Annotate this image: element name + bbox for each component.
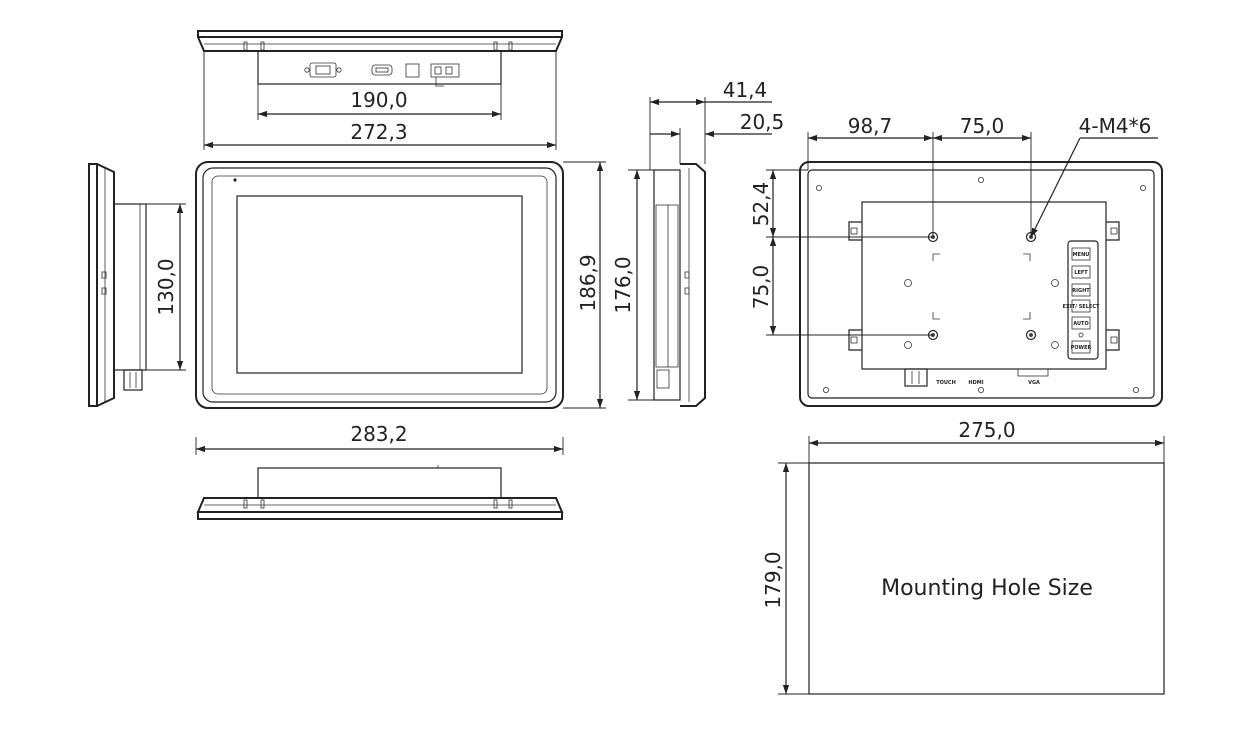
vga-port-icon	[309, 62, 337, 78]
dim-rear-hole-spacing-x: 75,0	[960, 114, 1005, 138]
dim-rear-offset-y: 52,4	[749, 182, 773, 227]
screen-area	[236, 195, 523, 374]
menu-button: MENU	[1071, 247, 1091, 261]
svg-text:POWER: POWER	[1071, 345, 1092, 351]
dim-rear-offset-x: 98,7	[848, 114, 893, 138]
left-button: LEFT	[1071, 265, 1091, 279]
dim-front-height: 186,9	[576, 254, 600, 311]
vga-port-icon	[1017, 368, 1049, 377]
right-side-view: 186,9 176,0 41,4 20,5	[563, 78, 785, 409]
dim-left-side-height: 130,0	[154, 258, 178, 315]
bottom-view: 283,2	[195, 422, 564, 520]
rear-view: MENU LEFT RIGHT EXIT/ SELECT AUTO POWER …	[749, 114, 1163, 407]
dim-top-inner-width: 190,0	[350, 88, 407, 112]
port-label-vga: VGA	[1028, 380, 1040, 386]
auto-button: AUTO	[1071, 316, 1091, 330]
power-terminal-icon	[904, 368, 928, 387]
right-button: RIGHT	[1071, 283, 1091, 297]
port-label-hdmi: HDMI	[968, 380, 983, 386]
port-label-touch: TOUCH	[936, 380, 956, 386]
dim-cutout-width: 275,0	[958, 418, 1015, 442]
cutout-rectangle	[808, 462, 1165, 695]
svg-text:MENU: MENU	[1073, 252, 1090, 258]
rear-mount-plate	[861, 201, 1107, 370]
svg-text:RIGHT: RIGHT	[1072, 288, 1090, 294]
cutout-label: Mounting Hole Size	[881, 576, 1093, 601]
top-view: 190,0 272,3	[197, 30, 563, 150]
power-terminal-icon	[430, 63, 460, 78]
left-side-view: 130,0	[88, 163, 186, 407]
power-button: POWER	[1071, 340, 1092, 354]
power-led-icon	[1078, 332, 1084, 338]
svg-text:AUTO: AUTO	[1073, 321, 1088, 327]
mounting-hole	[1025, 329, 1037, 341]
svg-text:EXIT/ SELECT: EXIT/ SELECT	[1063, 304, 1100, 310]
dim-side-inner-height: 176,0	[611, 256, 635, 313]
exit-select-button: EXIT/ SELECT	[1063, 299, 1100, 313]
hdmi-port-icon	[371, 64, 393, 76]
osd-button-panel	[1067, 240, 1099, 360]
dim-cutout-height: 179,0	[761, 551, 785, 608]
dim-top-outer-width: 272,3	[350, 120, 407, 144]
mounting-cutout: Mounting Hole Size 275,0 179,0	[761, 418, 1165, 695]
svg-text:LEFT: LEFT	[1074, 270, 1088, 276]
hole-spec-label: 4-M4*6	[1079, 114, 1152, 138]
dim-bottom-width: 283,2	[350, 422, 407, 446]
dim-side-depth-panel: 20,5	[740, 110, 785, 134]
usb-port-icon	[405, 63, 420, 78]
front-view	[195, 161, 564, 409]
dim-side-depth-total: 41,4	[723, 78, 768, 102]
dim-rear-hole-spacing-y: 75,0	[749, 265, 773, 310]
